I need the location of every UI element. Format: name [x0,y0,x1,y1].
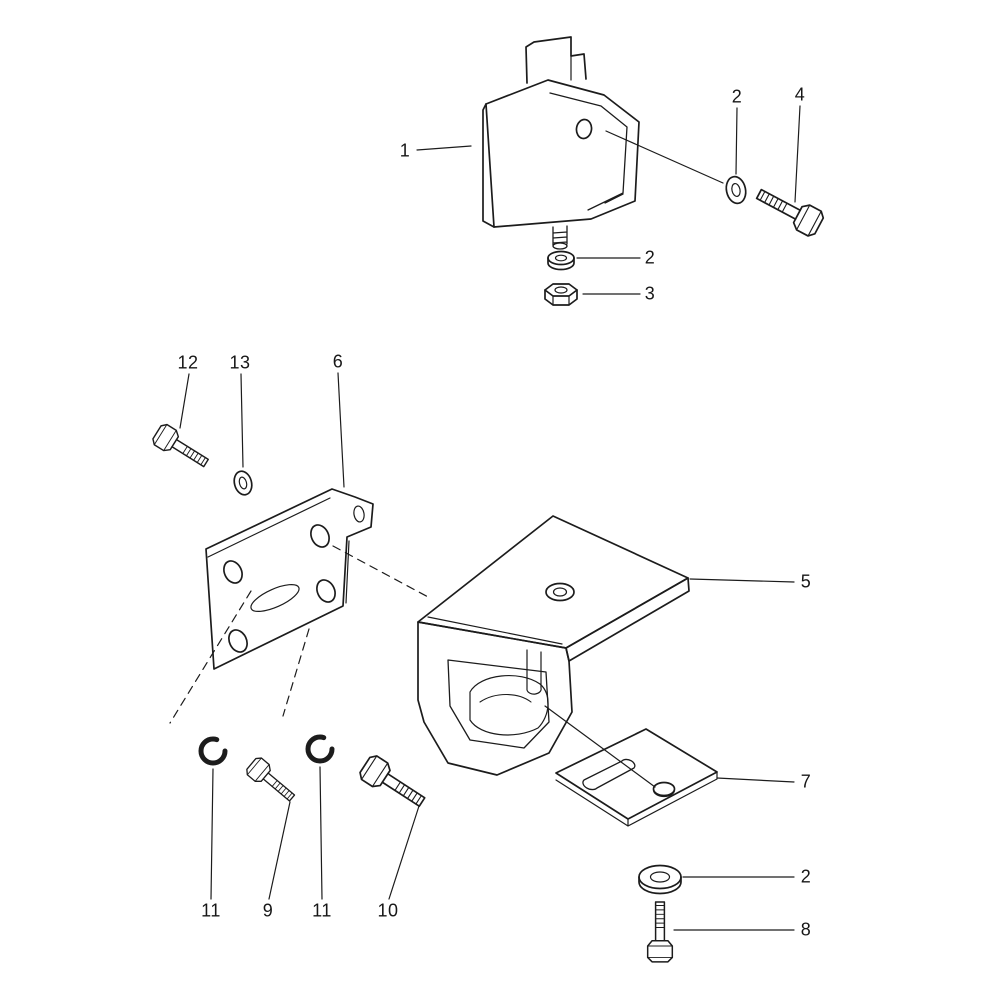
part-2-washer-under-mount-drawing [547,250,575,271]
callout-label-5: 5 [800,571,812,592]
callout-label-4: 4 [794,84,806,105]
part-7-retaining-plate-drawing [555,728,718,827]
callout-label-2a: 2 [731,86,743,107]
part-5-support-bracket-drawing [417,515,690,776]
part-3-hex-nut-drawing [544,283,578,306]
callout-label-7: 7 [800,771,812,792]
part-9-hex-bolt-drawing [243,754,300,808]
callout-label-6: 6 [332,351,344,372]
part-8-hex-bolt-drawing [646,901,674,963]
assembly-axis-lines [169,545,431,724]
callout-label-11a: 11 [201,900,221,921]
callout-label-13: 13 [229,352,251,373]
callout-label-12: 12 [177,352,199,373]
callout-label-1: 1 [399,140,411,161]
callout-label-9: 9 [262,900,274,921]
callout-label-8: 8 [800,919,812,940]
part-11-circlip-right-drawing [305,734,335,764]
callout-label-10: 10 [377,900,399,921]
callout-label-3: 3 [644,283,656,304]
callout-label-11b: 11 [312,900,332,921]
part-11-circlip-left-drawing [198,736,228,766]
callout-label-2b: 2 [644,247,656,268]
part-2-washer-upper-drawing [725,175,747,205]
part-10-hex-bolt-drawing [356,752,431,815]
part-13-washer-drawing [233,470,253,496]
part-1-engine-mount-drawing [482,36,640,250]
part-6-bracket-plate-drawing [205,488,374,670]
callout-label-2c: 2 [800,866,812,887]
part-4-hex-bolt-drawing [751,180,827,240]
part-12-hex-bolt-drawing [149,421,214,474]
callout-leader-lines [179,105,801,931]
part-2-washer-lower-drawing [638,864,682,895]
